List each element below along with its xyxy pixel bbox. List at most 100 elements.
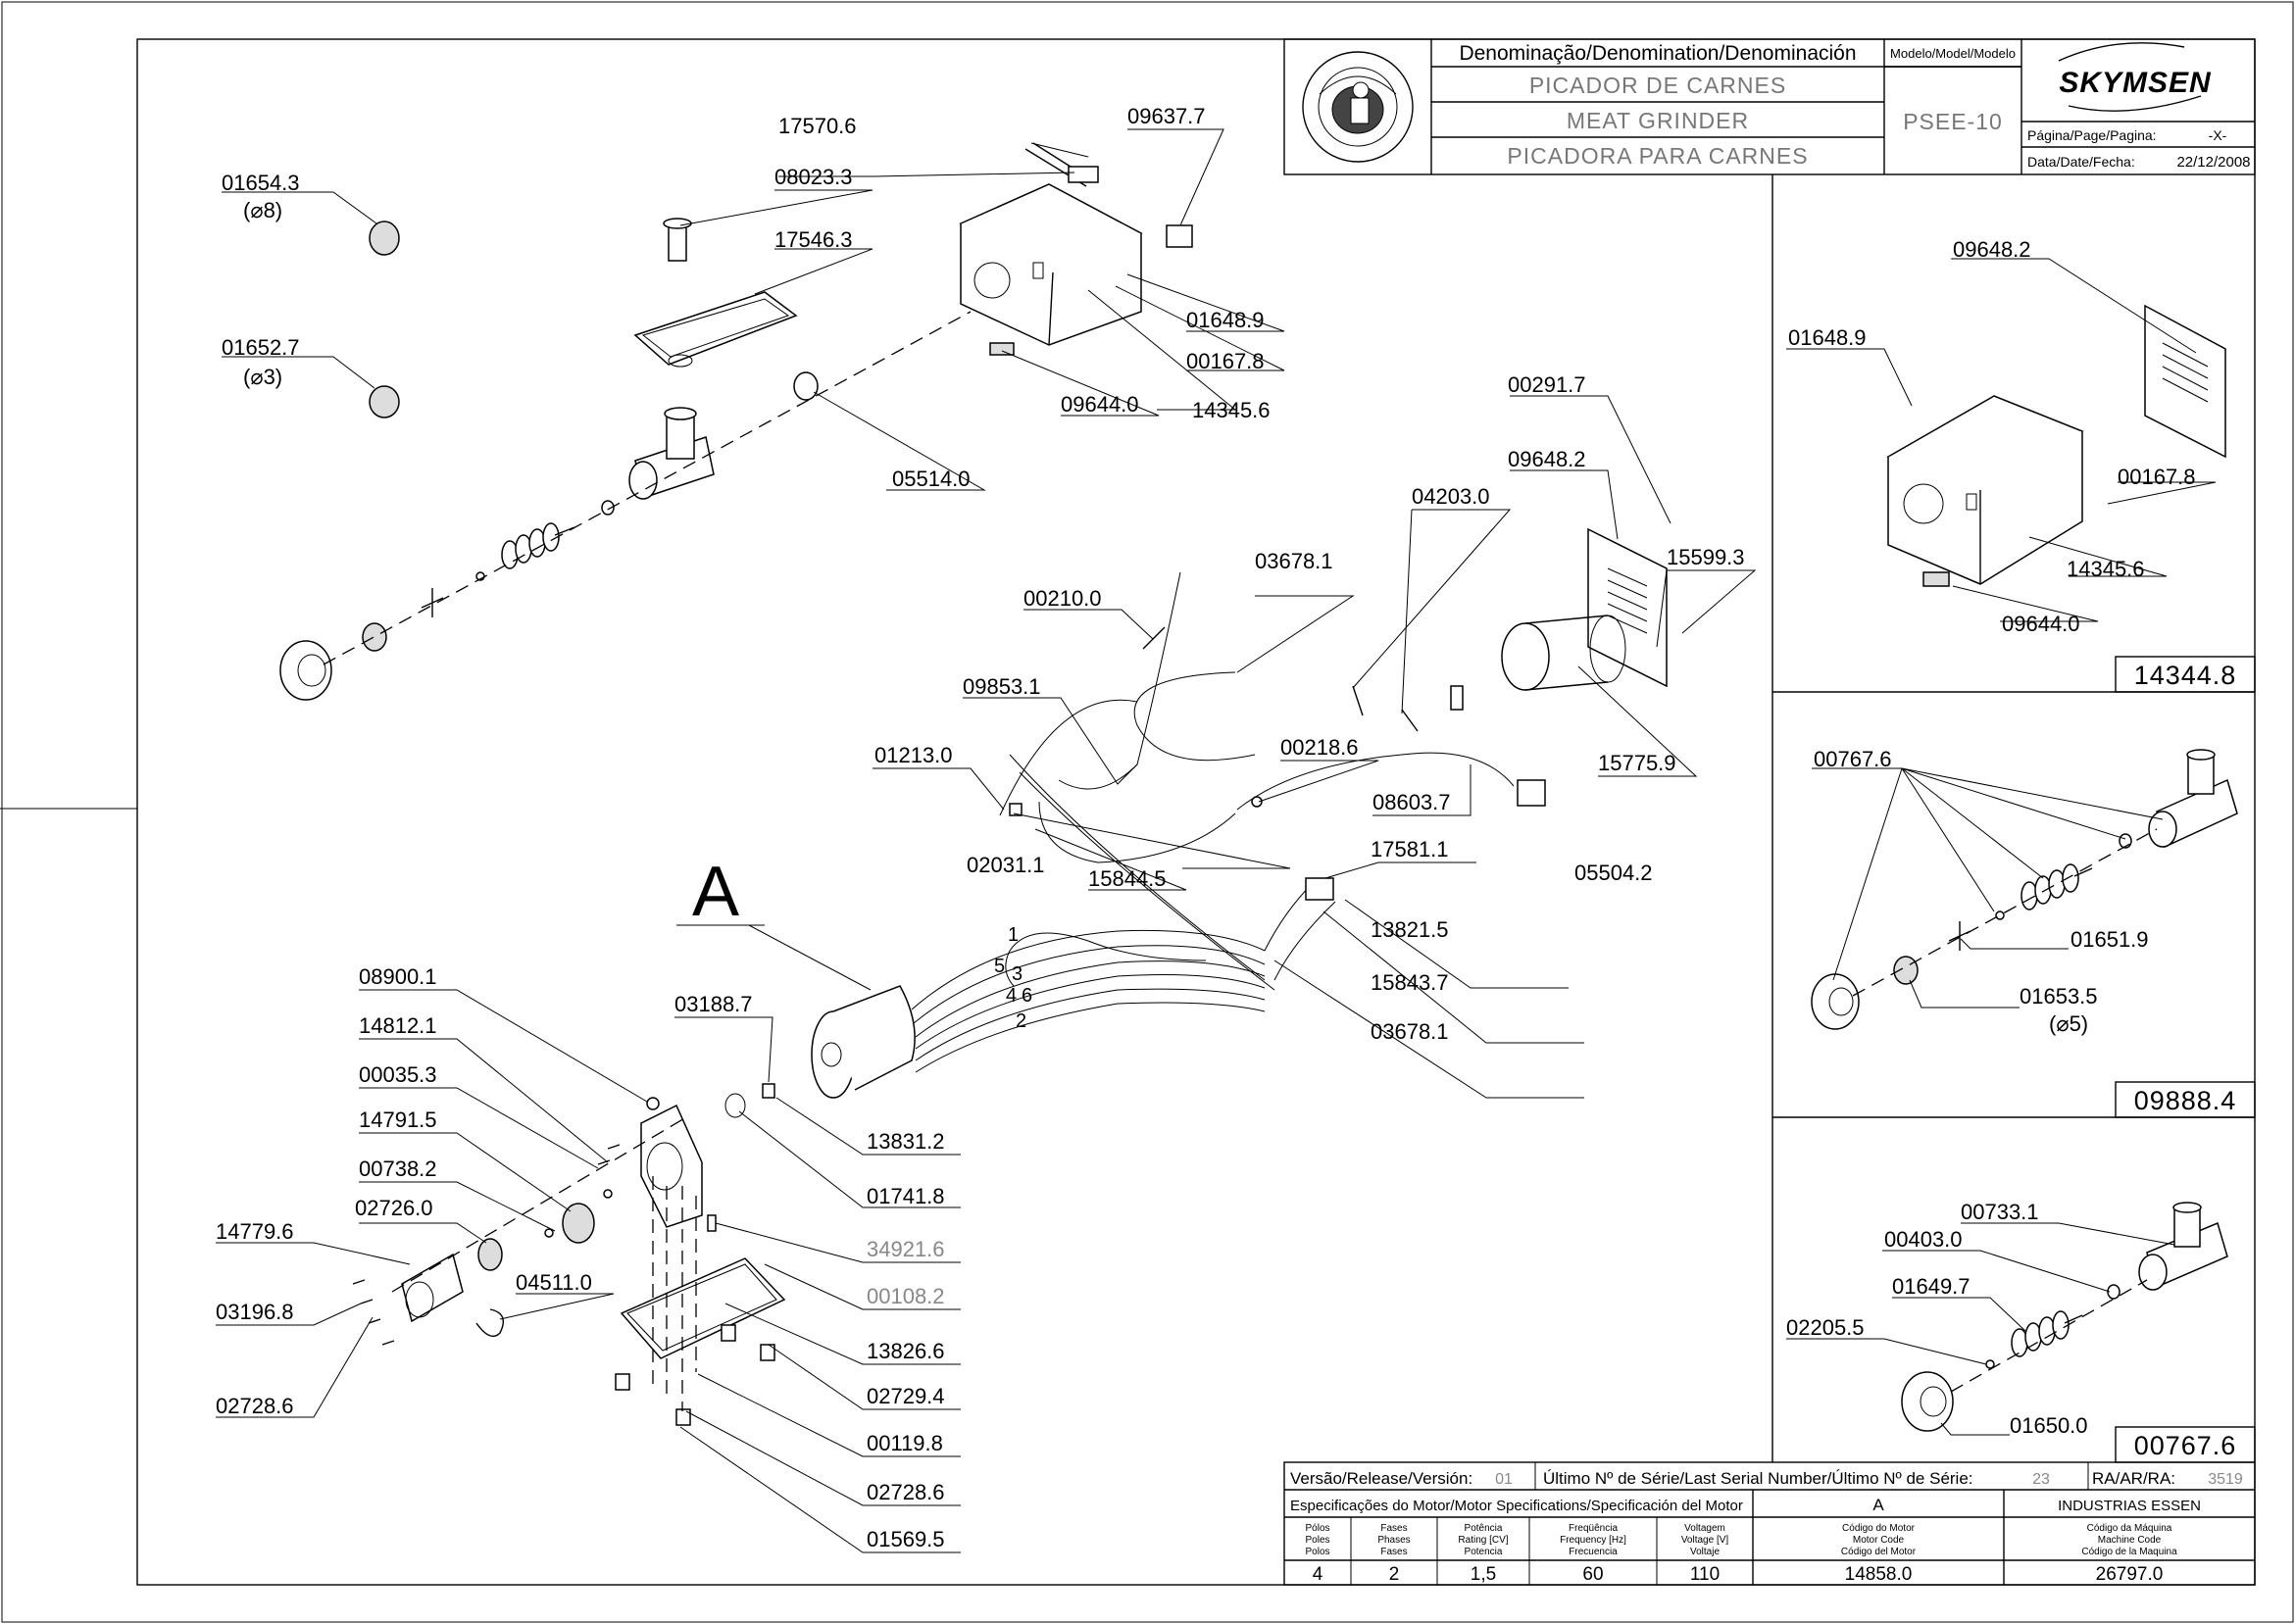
kit3-callout-c: 01649.7 <box>1892 1274 1971 1299</box>
product-name-en: MEAT GRINDER <box>1567 108 1749 133</box>
callout-02728-6-left: 02728.6 <box>216 1394 294 1418</box>
date-value: 22/12/2008 <box>2176 154 2250 171</box>
callout-01741-8: 01741.8 <box>867 1184 945 1208</box>
label-09637-7 <box>1166 224 1193 248</box>
callout-14345-6: 14345.6 <box>1192 398 1271 422</box>
skymsen-logo: SKYMSEN <box>2058 42 2212 112</box>
kit-14344-8 <box>1786 258 2226 622</box>
kit2-worm <box>2021 863 2093 910</box>
callout-13826-6: 13826.6 <box>867 1339 945 1363</box>
callout-dia-8: (⌀8) <box>243 198 282 222</box>
washer <box>601 500 615 516</box>
kit1-grid <box>2144 304 2226 459</box>
model-value: PSEE-10 <box>1903 109 2003 134</box>
callout-09644-0: 09644.0 <box>1061 392 1139 417</box>
gear-02726-0 <box>477 1238 503 1271</box>
front-flange <box>401 1253 464 1323</box>
power-cord <box>1236 752 1515 811</box>
phases-value: 2 <box>1389 1564 1400 1585</box>
callout-00218-6: 00218.6 <box>1280 735 1359 760</box>
wire-number-4: 4 <box>1006 985 1017 1007</box>
callout-01213-0: 01213.0 <box>874 743 953 767</box>
col-voltage-pt: Voltagem <box>1684 1523 1725 1534</box>
motor-code-value: 14858.0 <box>1845 1564 1913 1585</box>
callout-13821-5: 13821.5 <box>1371 917 1449 942</box>
worm-screw <box>501 522 575 569</box>
kit3-callout-d: 02205.5 <box>1786 1315 1865 1340</box>
plate <box>362 622 387 652</box>
product-name-pt: PICADOR DE CARNES <box>1529 73 1786 98</box>
kit2-code: 09888.4 <box>2134 1086 2237 1115</box>
product-name-es: PICADORA PARA CARNES <box>1507 143 1808 169</box>
page-value: -X- <box>2209 127 2227 143</box>
o-ring <box>724 1093 746 1118</box>
callout-02728-6-right: 02728.6 <box>867 1480 945 1504</box>
power-value: 1,5 <box>1471 1564 1496 1585</box>
wire-number-5: 5 <box>994 956 1005 977</box>
kit1-callout-a: 09648.2 <box>1953 237 2031 262</box>
col-power-pt: Potência <box>1465 1523 1503 1534</box>
kit2-callout-a: 00767.6 <box>1814 747 1892 771</box>
callout-00291-7: 00291.7 <box>1508 372 1586 397</box>
knife <box>421 588 444 617</box>
callout-01569-5: 01569.5 <box>867 1527 945 1551</box>
fan-cover <box>1501 615 1626 691</box>
motor-spec-label: Especificações do Motor/Motor Specificat… <box>1290 1498 1743 1514</box>
model-label: Modelo/Model/Modelo <box>1890 46 2016 61</box>
motor-label-a: A <box>692 853 739 931</box>
kit1-callout-b: 01648.9 <box>1788 325 1867 350</box>
col-motor-code-es: Código del Motor <box>1841 1547 1917 1557</box>
wire-number-2: 2 <box>1016 1010 1026 1032</box>
callout-09648-2: 09648.2 <box>1508 447 1586 471</box>
callout-00738-2: 00738.2 <box>359 1156 437 1181</box>
brand-logo-text: SKYMSEN <box>2059 67 2212 99</box>
callout-15775-9: 15775.9 <box>1598 751 1676 775</box>
wire-number-6: 6 <box>1022 985 1032 1007</box>
callout-00167-8: 00167.8 <box>1186 349 1265 373</box>
callout-05514-0: 05514.0 <box>892 467 971 491</box>
motor-a <box>811 985 916 1099</box>
kit3-callout-a: 00733.1 <box>1961 1200 2039 1224</box>
callout-01652-7: 01652.7 <box>222 335 300 360</box>
callout-13831-2: 13831.2 <box>867 1129 945 1154</box>
motor-maker: INDUSTRIAS ESSEN <box>2058 1498 2201 1514</box>
callout-dia-3: (⌀3) <box>243 365 282 389</box>
title-block: Denominação/Denomination/Denominación PI… <box>1283 38 2256 175</box>
frequency-value: 60 <box>1582 1564 1603 1585</box>
switch-part <box>1142 626 1166 650</box>
gearbox-housing <box>640 1097 703 1228</box>
col-freq-en: Frequency [Hz] <box>1560 1535 1626 1546</box>
label-05504-2 <box>1517 779 1546 807</box>
callout-08900-1: 08900.1 <box>359 964 437 989</box>
callout-08603-7: 08603.7 <box>1372 790 1451 814</box>
gear-14791-5 <box>562 1203 595 1244</box>
callout-17546-3: 17546.3 <box>774 227 853 252</box>
grinder-body <box>628 407 715 500</box>
callout-00035-3: 00035.3 <box>359 1062 437 1087</box>
callout-02729-4: 02729.4 <box>867 1384 945 1408</box>
callout-15844-5: 15844.5 <box>1088 866 1167 891</box>
col-power-en: Rating [CV] <box>1458 1535 1508 1546</box>
kit1-callout-d: 14345.6 <box>2067 557 2145 581</box>
callout-04511-0: 04511.0 <box>516 1270 592 1295</box>
col-machine-code-en: Machine Code <box>2098 1535 2162 1546</box>
col-motor-code-en: Motor Code <box>1853 1535 1905 1546</box>
callout-09637-7: 09637.7 <box>1127 104 1206 128</box>
kit1-code: 14344.8 <box>2134 661 2237 690</box>
callout-03188-7: 03188.7 <box>674 992 753 1016</box>
callout-03678-1-top: 03678.1 <box>1255 549 1333 573</box>
plate-8mm <box>369 221 400 256</box>
plate-3mm <box>369 385 400 418</box>
callout-02031-1: 02031.1 <box>967 853 1045 877</box>
kit1-callout-e: 09644.0 <box>2002 612 2080 636</box>
version-label: Versão/Release/Versión: <box>1290 1469 1472 1488</box>
callout-14791-5: 14791.5 <box>359 1107 437 1132</box>
date-label: Data/Date/Fecha: <box>2027 154 2135 170</box>
serial-value: 23 <box>2032 1471 2050 1488</box>
wing-nut <box>475 1308 504 1337</box>
col-machine-code-es: Código de la Maquina <box>2081 1547 2177 1557</box>
grinder-axis <box>323 311 972 665</box>
serial-label: Último Nº de Série/Last Serial Number/Úl… <box>1543 1469 1973 1488</box>
